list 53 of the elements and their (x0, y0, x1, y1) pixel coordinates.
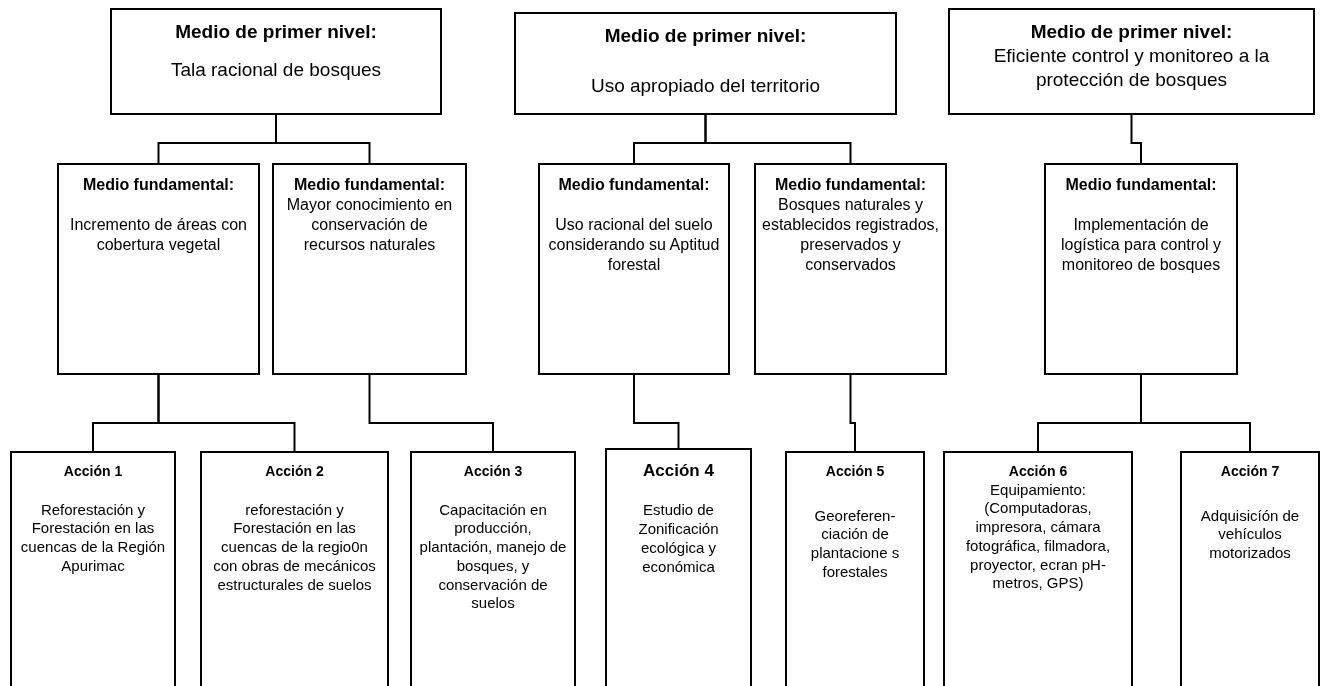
action-box (410, 451, 576, 686)
box-heading: Medio de primer nivel: (175, 20, 377, 44)
box-heading: Medio fundamental: (1065, 175, 1217, 195)
box-heading: Medio de primer nivel: (1030, 20, 1233, 44)
box-heading: Acción 2 (265, 463, 324, 481)
action-box (943, 451, 1133, 686)
box-heading: Acción 4 (643, 460, 714, 482)
box-heading: Medio de primer nivel: (604, 24, 807, 48)
action-box (200, 451, 389, 686)
connector-line (275, 114, 371, 164)
box-text: Georeferen- ciación de plantacione s forestales (809, 506, 901, 582)
medio-box (948, 8, 1315, 115)
medio-box (514, 12, 897, 115)
action-box (605, 448, 752, 686)
action-box (10, 451, 176, 686)
box-heading: Medio fundamental: (558, 175, 710, 195)
box-text: Eficiente control y monitoreo a la protección de bosques (992, 43, 1271, 92)
connector-line (633, 374, 680, 449)
connector-line (1140, 374, 1251, 452)
medio-box (57, 163, 260, 375)
box-text: Uso racional del suelo considerando su Aptitud forestal (547, 215, 721, 275)
box-heading: Acción 7 (1220, 463, 1280, 481)
medio-box (272, 163, 467, 375)
box-heading: Acción 3 (463, 463, 523, 481)
box-text: Adquisicíón de vehículos motorizados (1199, 506, 1301, 563)
connector-line (1130, 114, 1142, 164)
box-heading: Medio fundamental: (82, 175, 235, 195)
box-text: Equipamiento: (Computadoras, impresora, cámara fotográfica, filmadora, proyector, ecran pH-metros, GPS) (964, 480, 1112, 593)
box-text: Mayor conocimiento en conservación de recursos naturales (285, 195, 454, 255)
box-heading: Acción 5 (825, 463, 885, 481)
medio-box (538, 163, 730, 375)
box-text: Uso apropiado del territorio (590, 73, 821, 98)
box-heading: Acción 1 (63, 463, 123, 481)
box-text: Incremento de áreas con cobertura vegetal (69, 215, 248, 255)
box-text: Implementación de logística para control y monitoreo de bosques (1059, 215, 1223, 275)
connector-line (368, 374, 494, 452)
box-text: Bosques naturales y establecidos registrados, preservados y conservados (762, 195, 939, 275)
box-heading: Acción 6 (1008, 463, 1068, 481)
box-text: Estudio de Zonificación ecológica y económica (637, 501, 720, 577)
box-heading: Medio fundamental: (293, 175, 446, 195)
box-text: reforestación y Forestación en las cuencas de la regio0n con obras de mecánicos estructurales de suelos (212, 500, 377, 595)
medio-box (754, 163, 947, 375)
action-box (785, 451, 925, 686)
connector-line (704, 114, 852, 164)
medio-box (1044, 163, 1238, 375)
box-heading: Medio fundamental: (774, 175, 927, 195)
box-text: Capacitación en producción, plantación, manejo de bosques, y conservación de suelos (418, 500, 568, 613)
action-box (1180, 451, 1320, 686)
box-text: Reforestación y Forestación en las cuencas de la Región Apurimac (19, 500, 167, 576)
connector-line (157, 374, 296, 452)
connector-line (849, 374, 856, 452)
box-text: Tala racional de bosques (170, 57, 382, 82)
medio-box (110, 8, 442, 115)
